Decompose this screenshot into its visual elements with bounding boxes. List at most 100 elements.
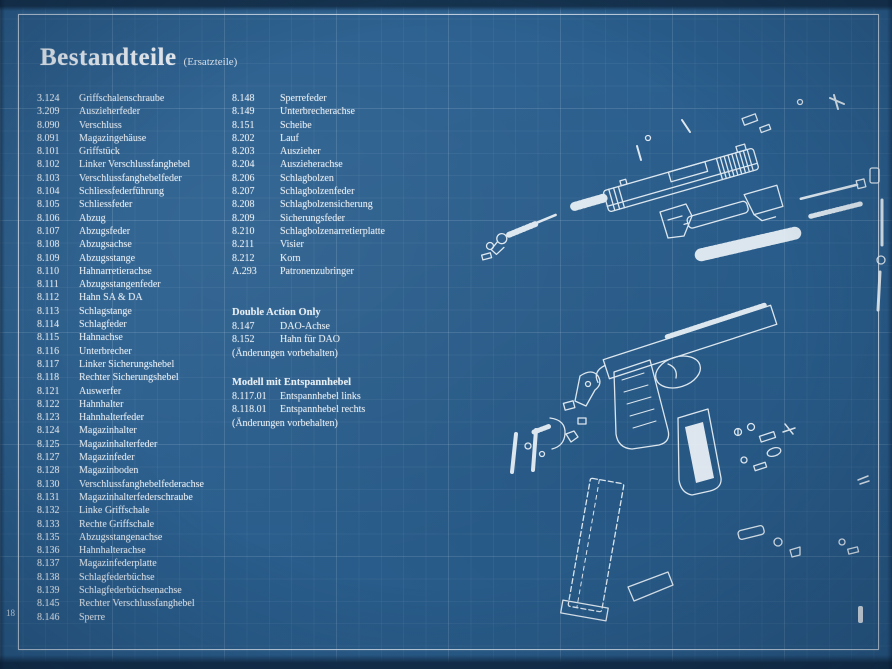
part-name: Verschlussfanghebelfederachse [79,478,204,490]
part-row: 8.111 Abzugsstangenfeder [37,278,237,291]
part-name: Magazinfeder [79,452,135,464]
part-number: 8.112 [37,292,60,304]
part-row: 8.135 Abzugsstangenachse [37,531,237,544]
part-name: Magazinfederplatte [79,558,157,570]
part-number: 8.108 [37,239,60,251]
part-row: 8.139 Schlagfederbüchsenachse [37,584,237,597]
part-name: Unterbrecherachse [280,106,355,118]
part-row: 8.118.01 Entspannhebel rechts [232,403,447,416]
spring-guide [570,193,610,211]
part-number: 8.109 [37,252,60,264]
part-name: Lauf [280,132,299,144]
part-name: Magazinboden [79,465,139,477]
part-number: 8.118 [37,372,60,384]
part-number: 8.117 [37,358,60,370]
part-row: 8.208 Schlagbolzensicherung [232,198,447,211]
part-name: Hahn für DAO [280,334,340,346]
part-row: 8.131 Magazinhalterfederschraube [37,491,237,504]
part-number: 8.107 [37,225,60,237]
part-name: Hahnachse [79,332,123,344]
part-number: 8.123 [37,412,60,424]
part-number: 8.211 [232,239,255,251]
part-number: 8.127 [37,452,60,464]
part-name: Linker Verschlussfanghebel [79,159,191,171]
part-row: 8.109 Abzugsstange [37,252,237,265]
part-row: 8.108 Abzugsachse [37,238,237,251]
dark-right-edge [887,0,892,669]
part-row: 8.115 Hahnachse [37,331,237,344]
part-name: DAO-Achse [280,321,330,332]
part-row: 8.090 Verschluss [37,119,237,132]
part-name: Korn [280,252,301,264]
part-number: 8.106 [37,212,60,224]
part-row: 8.128 Magazinboden [37,464,237,477]
part-number: 8.132 [37,505,60,517]
part-name: Schlagfederbüchsenachse [79,584,182,596]
dark-left-edge [0,0,5,669]
part-row: 8.104 Schliessfederführung [37,185,237,198]
part-number: 8.121 [37,385,60,397]
parts-list-right: 8.148 Sperrefeder 8.149 Unterbrecherachs… [232,92,447,278]
ink-mark [858,606,863,623]
part-row: 8.130 Verschlussfanghebelfederachse [37,478,237,491]
part-name: Abzugsstangenachse [79,531,163,543]
part-number: 8.139 [37,584,60,596]
part-name: Abzugsstangenfeder [79,279,161,291]
frame-grip [613,359,670,450]
part-row: 8.149 Unterbrecherachse [232,105,447,118]
part-row: 8.137 Magazinfederplatte [37,557,237,570]
part-number: 8.110 [37,265,60,277]
part-number: 8.114 [37,319,60,331]
dark-bottom-edge [0,655,892,669]
part-name: Auszieherachse [280,159,343,171]
part-row: 8.127 Magazinfeder [37,451,237,464]
parts-list-left: 3.124 Griffschalenschraube 3.209 Auszieh… [37,92,237,624]
part-name: Patronenzubringer [280,265,354,277]
part-number: 8.101 [37,146,60,158]
part-number: 8.113 [37,305,60,317]
part-number: 8.124 [37,425,60,437]
section-note: (Änderungen vorbehalten) [232,417,338,429]
section-heading: Modell mit Entspannhebel [232,377,352,388]
page-number-left: 18 [6,608,15,618]
part-number: 8.210 [232,225,255,237]
part-name: Entspannhebel rechts [280,404,366,416]
part-name: Sicherungsfeder [280,212,345,224]
part-name: Magazinhalterfeder [79,438,158,450]
part-row: 8.113 Schlagstange [37,305,237,318]
part-row: 8.112 Hahn SA & DA [37,291,237,304]
part-number: 3.124 [37,93,60,104]
part-name: Auszieherfeder [79,106,141,118]
part-row: 3.124 Griffschalenschraube [37,92,237,105]
part-row: 8.125 Magazinhalterfeder [37,438,237,451]
part-number: 8.146 [37,611,60,623]
part-row: 8.207 Schlagbolzenfeder [232,185,447,198]
part-name: Schlagbolzenarretierplatte [280,225,385,237]
part-name: Abzug [79,212,106,224]
part-number: 8.116 [37,345,60,357]
part-row: 8.103 Verschlussfanghebelfeder [37,172,237,185]
part-name: Scheibe [280,119,312,131]
part-name: Schlagbolzenfeder [280,186,355,198]
part-row: 8.145 Rechter Verschlussfanghebel [37,597,237,610]
part-name: Hahnhalterachse [79,545,146,557]
pistol-exploded-view-diagram [480,94,886,623]
part-name: Abzugsachse [79,239,132,251]
part-name: Unterbrecher [79,345,132,357]
part-name: Schlagbolzen [280,172,334,184]
part-number: 8.090 [37,119,60,131]
part-number: 8.208 [232,199,255,211]
part-name: Griffstück [79,146,120,158]
part-name: Schliessfederführung [79,186,164,198]
locking-insert [659,203,693,239]
part-row: 8.105 Schliessfeder [37,198,237,211]
part-row: 8.210 Schlagbolzenarretierplatte [232,225,447,238]
part-number: A.293 [232,265,257,277]
part-name: Visier [280,239,304,251]
part-name: Entspannhebel links [280,391,361,402]
part-number: 8.122 [37,398,60,410]
part-row: 8.118 Rechter Sicherungshebel [37,371,237,384]
part-name: Magazinhalter [79,425,137,437]
part-number: 8.148 [232,93,255,104]
part-name: Hahnhalter [79,398,124,410]
